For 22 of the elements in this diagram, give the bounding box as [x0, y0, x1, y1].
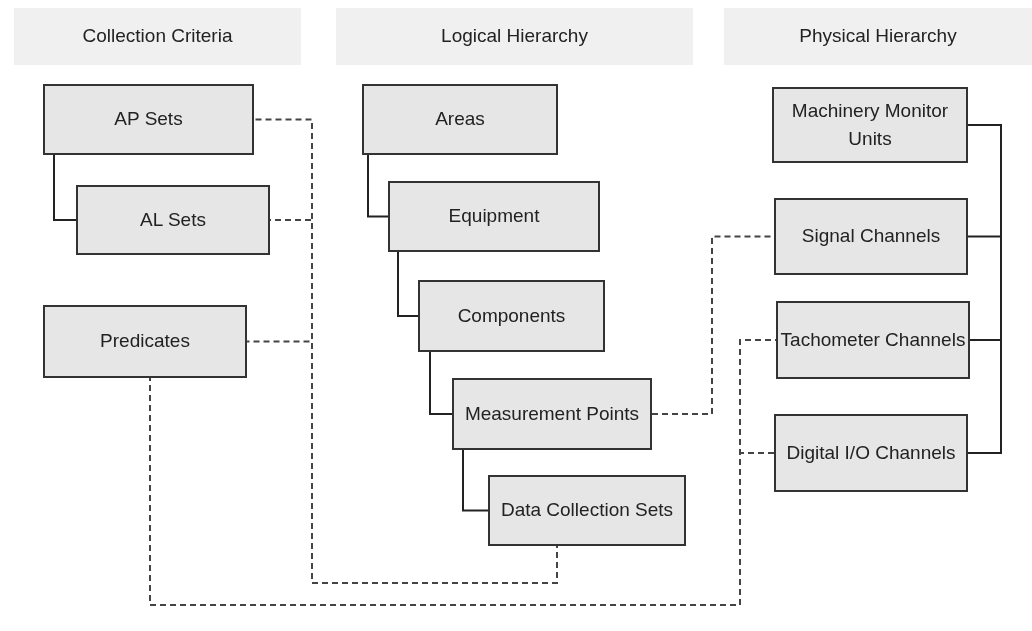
hierarchy-box: Components — [418, 280, 605, 352]
hierarchy-box: Machinery Monitor Units — [772, 87, 968, 163]
connector-line — [967, 124, 1002, 454]
column-header: Physical Hierarchy — [724, 8, 1032, 65]
hierarchy-box: Signal Channels — [774, 198, 968, 275]
hierarchy-box: Digital I/O Channels — [774, 414, 968, 492]
connector-line — [462, 449, 489, 512]
hierarchy-box: Tachometer Channels — [776, 301, 970, 379]
connector-line — [53, 154, 77, 221]
column-header: Collection Criteria — [14, 8, 301, 65]
hierarchy-box: AL Sets — [76, 185, 270, 255]
connector-line — [367, 154, 389, 218]
column-header: Logical Hierarchy — [336, 8, 693, 65]
hierarchy-box: Predicates — [43, 305, 247, 378]
connector-line — [429, 351, 453, 415]
hierarchy-box: Measurement Points — [452, 378, 652, 450]
hierarchy-box: Areas — [362, 84, 558, 155]
hierarchy-box: Data Collection Sets — [488, 475, 686, 546]
connector-line — [397, 251, 419, 317]
dashed-connector — [246, 340, 558, 584]
hierarchy-box: AP Sets — [43, 84, 254, 155]
hierarchy-box: Equipment — [388, 181, 600, 252]
